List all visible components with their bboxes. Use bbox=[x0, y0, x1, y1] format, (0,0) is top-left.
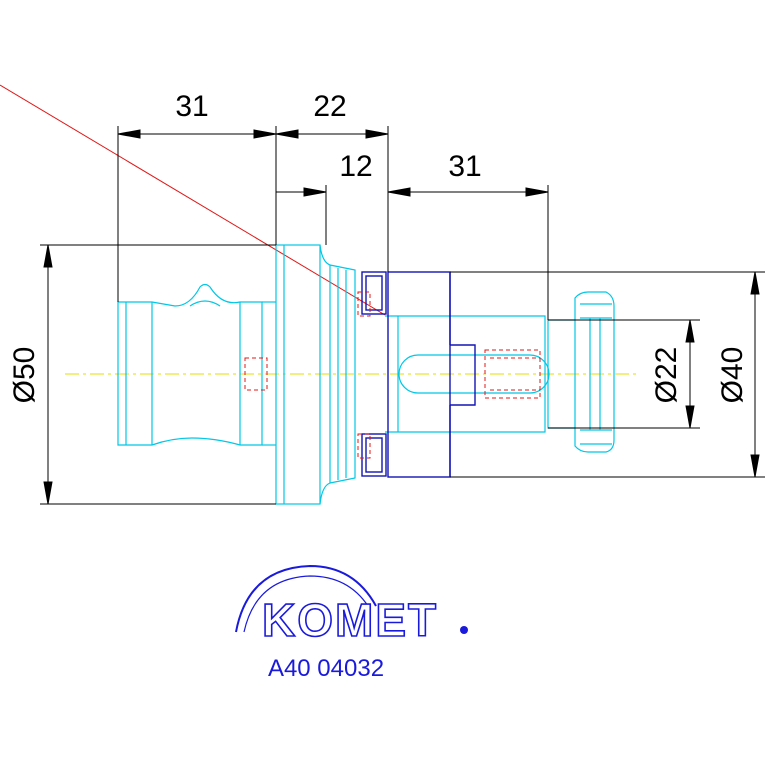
dim-dia-50: Ø50 bbox=[8, 347, 41, 404]
tool-shank bbox=[117, 244, 615, 505]
registered-mark-icon bbox=[460, 626, 468, 634]
dim-31-second: 31 bbox=[448, 150, 481, 183]
dimension-lines bbox=[40, 126, 765, 505]
adapter-body bbox=[361, 271, 476, 478]
logo-arc bbox=[235, 564, 377, 633]
part-number: A40 04032 bbox=[268, 655, 384, 682]
dim-dia-40: Ø40 bbox=[716, 347, 749, 404]
dim-31-top: 31 bbox=[175, 90, 208, 123]
komet-logo: KOMET bbox=[235, 564, 468, 647]
construction-line bbox=[0, 84, 386, 316]
logo-wordmark: KOMET bbox=[262, 594, 438, 646]
dim-12: 12 bbox=[339, 150, 372, 183]
dim-dia-22: Ø22 bbox=[650, 347, 683, 404]
hidden-features bbox=[244, 291, 541, 459]
dim-22-top: 22 bbox=[313, 90, 346, 123]
